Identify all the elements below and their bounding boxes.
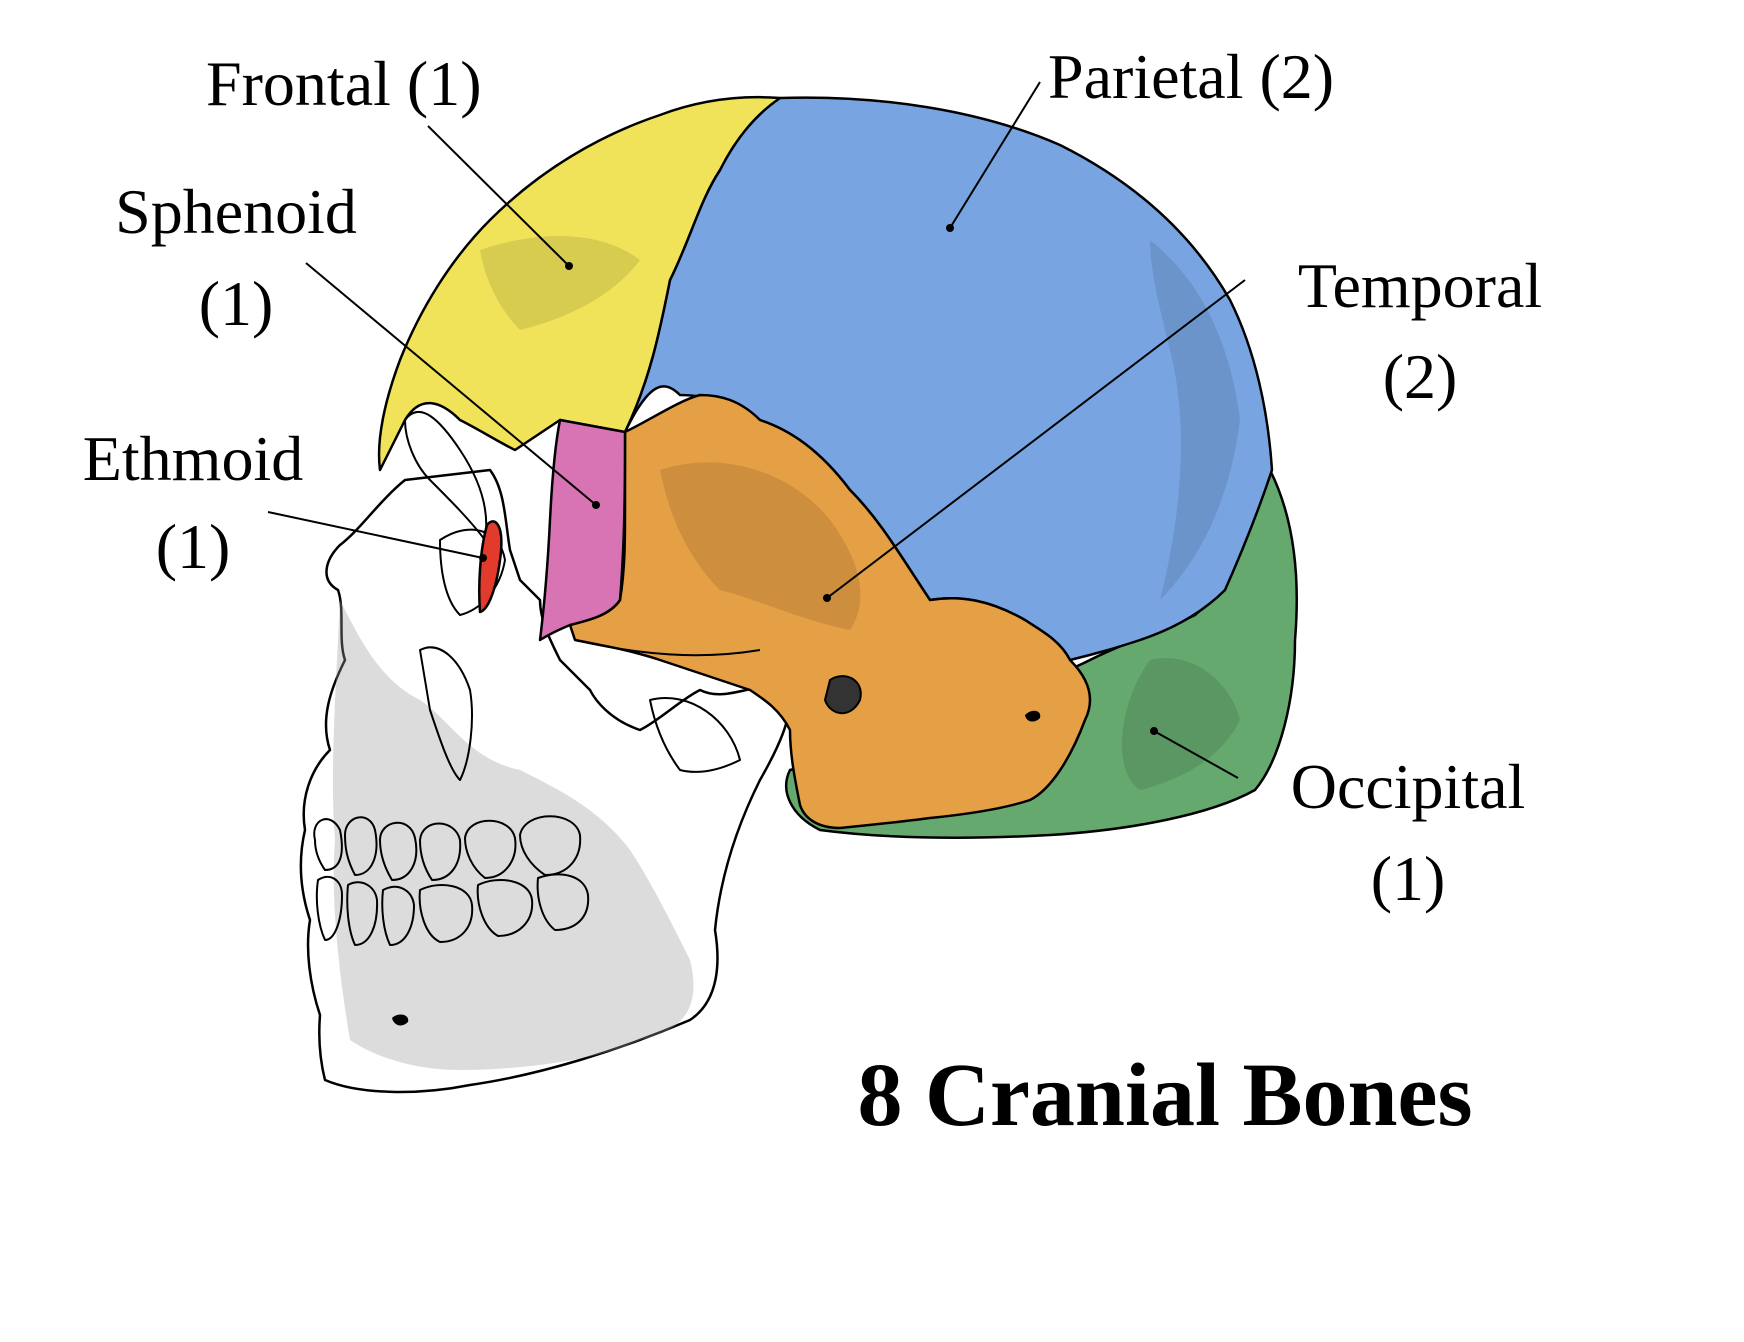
lower-teeth xyxy=(315,873,590,946)
frontal-bone xyxy=(377,95,782,472)
sphenoid-bone xyxy=(538,418,627,642)
temporal-shading xyxy=(660,462,861,630)
frontal-leader xyxy=(427,125,570,267)
nasal-cavity xyxy=(419,646,473,781)
temporal-label-line2: (2) xyxy=(1383,341,1458,412)
parietal-leader xyxy=(949,81,1041,229)
external-acoustic-meatus xyxy=(823,675,862,715)
occipital-label-line1: Occipital xyxy=(1291,751,1526,822)
frontal-leader-dot xyxy=(565,262,573,270)
diagram-title: 8 Cranial Bones xyxy=(857,1046,1472,1145)
bone-labels: Frontal (1) Parietal (2) Sphenoid (1) Te… xyxy=(83,41,1542,914)
occipital-label-line2: (1) xyxy=(1371,843,1446,914)
sphenoid-leader xyxy=(305,262,597,506)
sphenoid-leader-dot xyxy=(592,501,600,509)
parietal-leader-dot xyxy=(946,224,954,232)
zygomatic-arch-line xyxy=(574,639,761,657)
temporal-leader xyxy=(826,279,1246,599)
ethmoid-leader-dot xyxy=(479,554,487,562)
temporal-label-line1: Temporal xyxy=(1298,250,1542,321)
ethmoid-leader xyxy=(267,511,484,559)
skull-illustration xyxy=(299,95,1298,1094)
occipital-leader xyxy=(1153,730,1239,779)
occipital-shading xyxy=(1121,658,1240,790)
ethmoid-label-line2: (1) xyxy=(156,511,231,582)
temporal-leader-dot xyxy=(823,594,831,602)
ethmoid-label-line1: Ethmoid xyxy=(83,423,303,494)
mastoid-foramen xyxy=(1025,710,1041,722)
sphenoid-label-line2: (1) xyxy=(199,268,274,339)
facial-bones xyxy=(299,468,792,1094)
leader-lines xyxy=(267,81,1246,779)
upper-teeth xyxy=(313,815,582,881)
zygomatic-notch xyxy=(649,697,741,773)
temporal-bone xyxy=(568,393,1092,830)
sphenoid-label-line1: Sphenoid xyxy=(115,176,357,247)
occipital-leader-dot xyxy=(1150,727,1158,735)
mental-foramen xyxy=(392,1014,409,1026)
ethmoid-bone xyxy=(478,520,503,614)
parietal-label: Parietal (2) xyxy=(1048,41,1334,112)
frontal-label: Frontal (1) xyxy=(206,48,482,119)
parietal-shading xyxy=(1150,240,1240,600)
frontal-shading xyxy=(480,236,640,330)
